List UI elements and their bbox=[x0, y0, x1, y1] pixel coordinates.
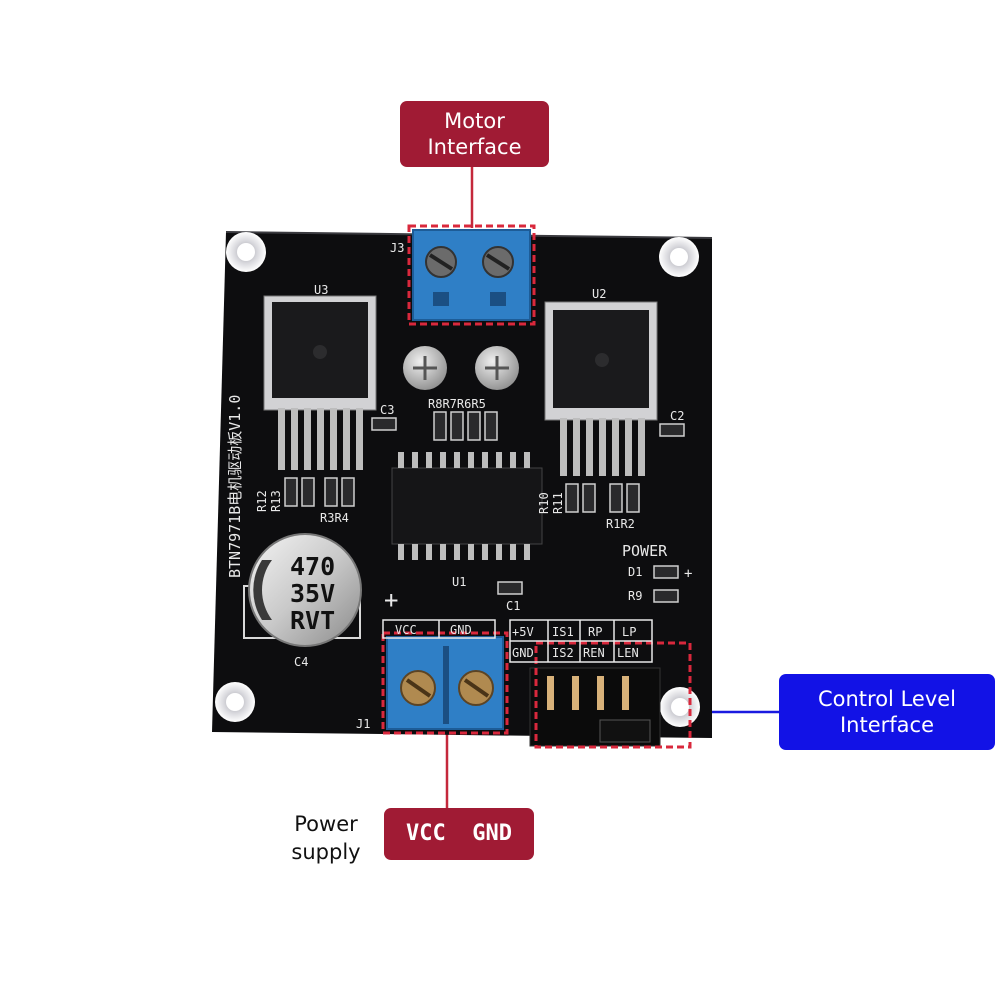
heatsink-screw bbox=[403, 346, 447, 390]
silk-led-plus: + bbox=[684, 566, 692, 582]
silk-r1r2: R1R2 bbox=[606, 517, 635, 531]
silk-pin-is2: IS2 bbox=[552, 646, 574, 660]
power-supply-label: Power supply bbox=[272, 810, 380, 866]
silk-r9: R9 bbox=[628, 589, 642, 603]
motor-terminal-block bbox=[412, 229, 531, 321]
silk-pin-len: LEN bbox=[617, 646, 639, 660]
control-level-line1: Control Level bbox=[817, 687, 957, 711]
control-interface-highlight bbox=[534, 641, 692, 749]
cap-value: 470 bbox=[290, 552, 335, 581]
silk-u3: U3 bbox=[314, 283, 328, 297]
silk-r13: R13 bbox=[269, 490, 283, 512]
silk-vcc: VCC bbox=[395, 623, 417, 637]
silk-c2: C2 bbox=[670, 409, 684, 423]
power-supply-line2: supply bbox=[291, 840, 361, 864]
silk-d1: D1 bbox=[628, 565, 642, 579]
heatsink-screw bbox=[475, 346, 519, 390]
silk-r11: R11 bbox=[551, 492, 565, 514]
control-pin-header bbox=[529, 667, 661, 747]
power-supply-line1: Power bbox=[294, 812, 358, 836]
electrolytic-capacitor bbox=[243, 533, 362, 647]
u3-chip bbox=[263, 295, 377, 470]
motor-interface-line1: Motor bbox=[444, 109, 505, 133]
smd-resistors bbox=[284, 411, 685, 603]
silk-pin-rp: RP bbox=[588, 625, 602, 639]
motor-interface-callout: Motor Interface bbox=[400, 101, 549, 167]
silk-c4: C4 bbox=[294, 655, 308, 669]
mounting-hole bbox=[659, 237, 699, 277]
silk-pin-lp: LP bbox=[622, 625, 636, 639]
silk-u1: U1 bbox=[452, 575, 466, 589]
silk-c3: C3 bbox=[380, 403, 394, 417]
mounting-hole bbox=[660, 687, 700, 727]
pin-label-grid bbox=[382, 619, 653, 663]
cap-voltage: 35V bbox=[290, 579, 335, 608]
vcc-gnd-label: VCC GND bbox=[406, 821, 512, 846]
vcc-gnd-callout: VCC GND bbox=[384, 808, 534, 860]
mounting-hole bbox=[226, 232, 266, 272]
motor-interface-line2: Interface bbox=[427, 135, 522, 159]
control-level-line2: Interface bbox=[839, 713, 935, 737]
silk-board-title: BTN7971B电机驱动板V1.0 bbox=[226, 395, 244, 578]
silk-pin-ren: REN bbox=[583, 646, 605, 660]
silk-r3r4: R3R4 bbox=[320, 511, 349, 525]
power-interface-highlight bbox=[381, 631, 509, 735]
control-level-interface-callout: Control Level Interface bbox=[779, 674, 995, 750]
silk-pin-gnd: GND bbox=[512, 646, 534, 660]
mounting-hole bbox=[215, 682, 255, 722]
silk-pin-5v: +5V bbox=[512, 625, 534, 639]
silk-cap-plus: + bbox=[384, 586, 398, 614]
power-terminal-block bbox=[386, 636, 504, 730]
silk-r12: R12 bbox=[255, 490, 269, 512]
silk-j3: J3 bbox=[390, 241, 404, 255]
silk-r8r7r6r5: R8R7R6R5 bbox=[428, 397, 486, 411]
motor-interface-highlight bbox=[407, 224, 536, 326]
silk-pin-is1: IS1 bbox=[552, 625, 574, 639]
silk-j1: J1 bbox=[356, 717, 370, 731]
silk-c1: C1 bbox=[506, 599, 520, 613]
silk-power: POWER bbox=[622, 542, 668, 560]
silk-r10: R10 bbox=[537, 492, 551, 514]
u1-ic bbox=[391, 452, 543, 560]
cap-series: RVT bbox=[290, 606, 335, 635]
silk-u2: U2 bbox=[592, 287, 606, 301]
u2-chip bbox=[544, 301, 658, 476]
silk-gnd: GND bbox=[450, 623, 472, 637]
